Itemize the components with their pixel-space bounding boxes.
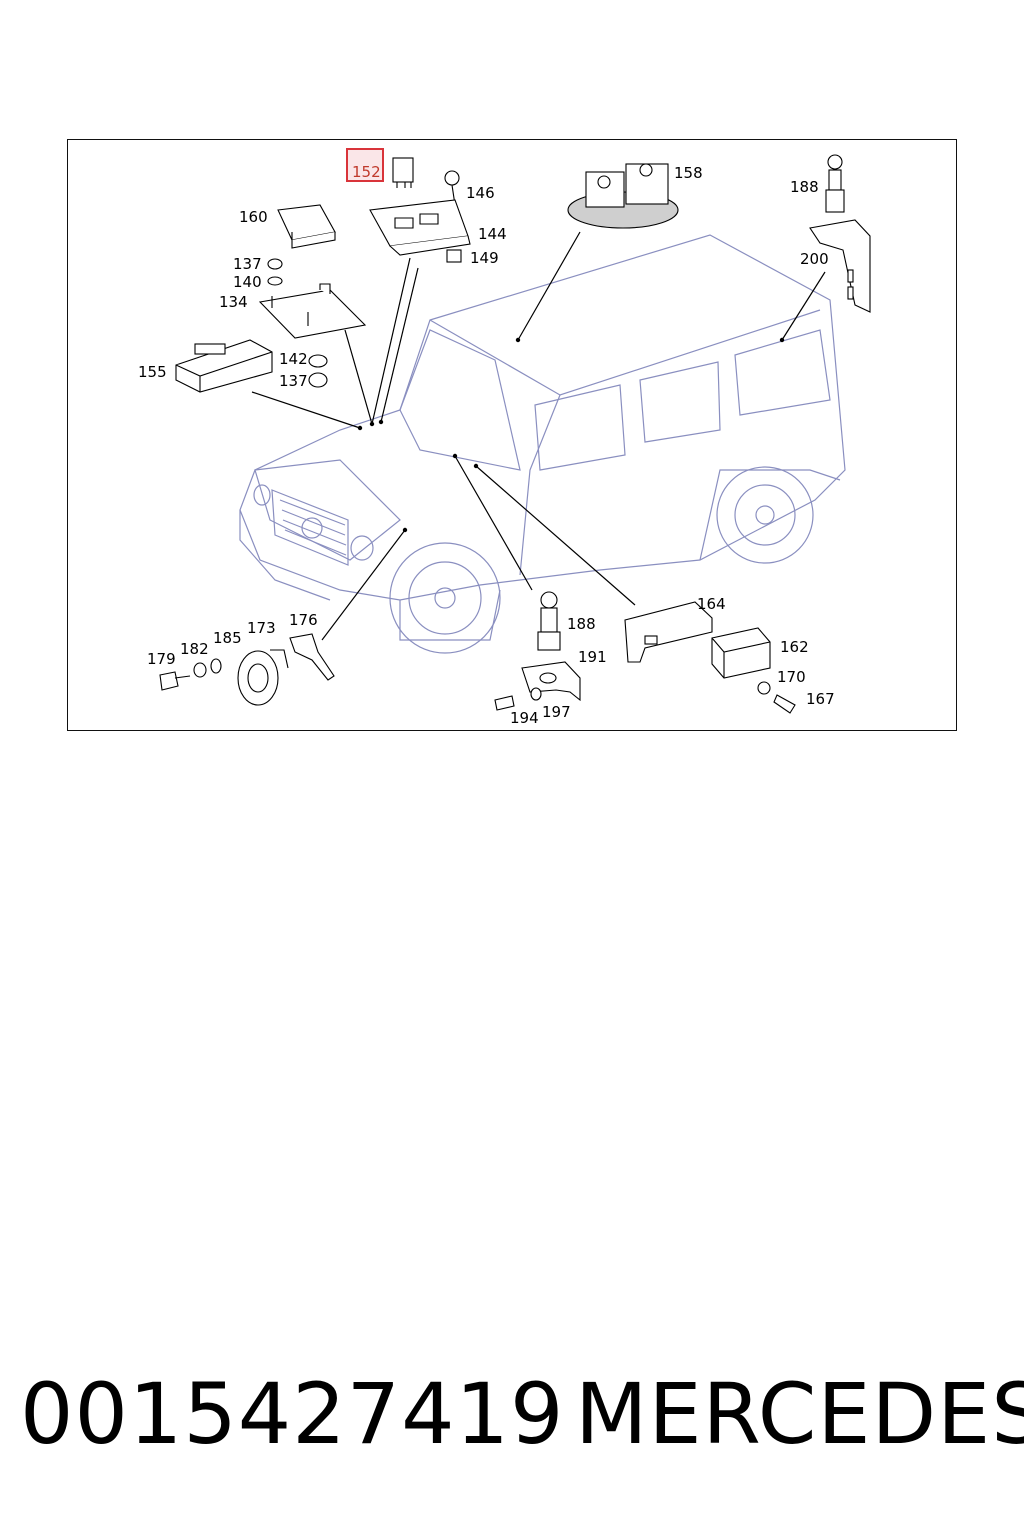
label-140: 140 xyxy=(233,273,262,291)
bolt-179-drawing xyxy=(159,671,191,691)
unit-155-drawing xyxy=(175,339,273,393)
part-number: 0015427419 xyxy=(20,1365,565,1463)
switch-158-drawing xyxy=(567,163,679,229)
bracket-144-drawing xyxy=(369,199,471,256)
label-182: 182 xyxy=(180,640,209,658)
label-164: 164 xyxy=(697,595,726,613)
label-197: 197 xyxy=(542,703,571,721)
nut-137-top-drawing xyxy=(267,258,283,270)
leader-lines xyxy=(251,231,826,641)
label-137-top: 137 xyxy=(233,255,262,273)
relay-152-drawing xyxy=(392,157,414,188)
switch-188-bottom-drawing xyxy=(537,591,561,651)
label-194: 194 xyxy=(510,709,539,727)
clip-149-drawing xyxy=(446,249,462,263)
washer-197-drawing xyxy=(530,687,542,701)
label-188-top: 188 xyxy=(790,178,819,196)
label-167: 167 xyxy=(806,690,835,708)
washer-185-drawing xyxy=(210,658,222,674)
label-188-bottom: 188 xyxy=(567,615,596,633)
label-173: 173 xyxy=(247,619,276,637)
bracket-164-drawing xyxy=(624,601,713,663)
washer-140-drawing xyxy=(267,276,283,286)
label-162: 162 xyxy=(780,638,809,656)
label-146: 146 xyxy=(466,184,495,202)
label-144: 144 xyxy=(478,225,507,243)
label-179: 179 xyxy=(147,650,176,668)
label-158: 158 xyxy=(674,164,703,182)
label-149: 149 xyxy=(470,249,499,267)
label-152[interactable]: 152 xyxy=(352,163,381,181)
leader-dots xyxy=(357,337,785,533)
vehicle-outline xyxy=(239,234,846,654)
bracket-176-drawing xyxy=(289,633,335,681)
nut-137-bottom-drawing xyxy=(308,372,328,388)
bolt-167-drawing xyxy=(773,694,796,714)
horn-173-drawing xyxy=(237,649,289,706)
plate-134-drawing xyxy=(258,283,367,339)
module-162-drawing xyxy=(711,627,771,679)
parts-diagram: 152 146 144 149 158 188 200 160 137 140 … xyxy=(138,148,871,727)
screw-146-drawing xyxy=(444,170,460,206)
label-155: 155 xyxy=(138,363,167,381)
module-160-drawing xyxy=(277,204,336,249)
label-160: 160 xyxy=(239,208,268,226)
switch-188-top-drawing xyxy=(825,154,845,213)
label-142: 142 xyxy=(279,350,308,368)
clip-142-drawing xyxy=(308,354,328,368)
label-191: 191 xyxy=(578,648,607,666)
washer-170-drawing xyxy=(757,681,771,695)
label-134: 134 xyxy=(219,293,248,311)
label-137-bottom: 137 xyxy=(279,372,308,390)
brand-name: MERCEDES xyxy=(575,1365,1024,1463)
part-drawings xyxy=(159,154,871,714)
highlight-box-152[interactable] xyxy=(346,148,384,182)
label-200: 200 xyxy=(800,250,829,268)
label-176: 176 xyxy=(289,611,318,629)
washer-182-drawing xyxy=(193,662,207,678)
label-170: 170 xyxy=(777,668,806,686)
label-185: 185 xyxy=(213,629,242,647)
bolt-194-drawing xyxy=(494,695,515,711)
part-labels: 152 146 144 149 158 188 200 160 137 140 … xyxy=(138,163,835,727)
bracket-200-drawing xyxy=(809,219,871,313)
